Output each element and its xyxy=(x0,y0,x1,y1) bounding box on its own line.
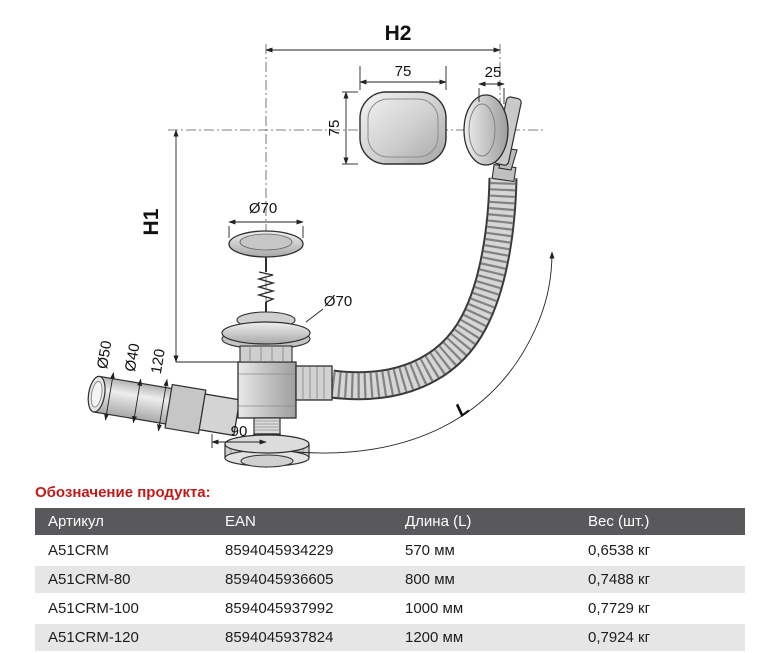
product-table: Артикул EAN Длина (L) Вес (шт.) A51CRM 8… xyxy=(35,508,745,653)
table-row: A51CRM-120 8594045937824 1200 мм 0,7924 … xyxy=(35,624,745,653)
dim-label-dia70-plug: Ø70 xyxy=(249,200,277,217)
dim-h1: H1 xyxy=(140,129,240,363)
cell-length: 800 мм xyxy=(405,571,455,588)
waste-tee xyxy=(237,361,297,435)
dim-label-75-left: 75 xyxy=(326,120,343,137)
dim-label-dia70-flange: Ø70 xyxy=(324,293,352,310)
dim-label-l: L xyxy=(452,398,474,422)
cell-ean: 8594045936605 xyxy=(225,571,334,588)
cell-weight: 0,7729 кг xyxy=(588,600,651,617)
cell-ean: 8594045934229 xyxy=(225,542,334,559)
cell-artikul: A51CRM-120 xyxy=(48,629,139,646)
table-row: A51CRM 8594045934229 570 мм 0,6538 кг xyxy=(35,537,745,566)
dim-120: 120 xyxy=(148,348,169,432)
header-ean: EAN xyxy=(225,513,256,530)
dim-dia50: Ø50 xyxy=(94,339,115,421)
cell-artikul: A51CRM xyxy=(48,542,109,559)
cell-weight: 0,6538 кг xyxy=(588,542,651,559)
table-row: A51CRM-100 8594045937992 1000 мм 0,7729 … xyxy=(35,595,745,624)
header-weight: Вес (шт.) xyxy=(588,513,650,530)
dim-75-top: 75 xyxy=(359,63,447,90)
cell-weight: 0,7488 кг xyxy=(588,571,651,588)
flange-nut xyxy=(239,345,293,363)
branch-nut xyxy=(295,365,333,401)
dimensions: H2 75 75 25 H1 xyxy=(140,22,555,454)
dim-dia40: Ø40 xyxy=(122,342,143,424)
dim-dia70-plug: Ø70 xyxy=(228,200,304,238)
cell-weight: 0,7924 кг xyxy=(588,629,651,646)
dim-75-left: 75 xyxy=(326,91,358,165)
dim-label-25: 25 xyxy=(485,64,502,81)
drain-plug-assembly xyxy=(221,230,311,363)
overflow-knob-front xyxy=(359,91,447,165)
cell-ean: 8594045937824 xyxy=(225,629,334,646)
header-artikul: Артикул xyxy=(48,513,104,530)
dim-dia70-flange: Ø70 xyxy=(305,293,352,323)
cell-artikul: A51CRM-80 xyxy=(48,571,131,588)
drain-flange xyxy=(221,321,311,345)
cell-length: 1200 мм xyxy=(405,629,464,646)
plug-spring xyxy=(256,271,276,303)
dim-label-dia50: Ø50 xyxy=(94,339,115,370)
bath-drain-diagram: Ø50 Ø40 120 xyxy=(87,22,555,470)
dim-label-h1: H1 xyxy=(140,208,163,235)
table-header-row: Артикул EAN Длина (L) Вес (шт.) xyxy=(35,508,745,537)
dim-25: 25 xyxy=(478,64,505,104)
cell-length: 1000 мм xyxy=(405,600,464,617)
section-title: Обозначение продукта: xyxy=(35,484,211,501)
side-outlet-pipe: Ø50 Ø40 120 xyxy=(87,339,241,437)
thread-section xyxy=(253,417,281,435)
overflow-knob-side xyxy=(463,94,509,166)
dim-90: 90 xyxy=(211,423,267,448)
dim-label-120: 120 xyxy=(148,348,169,375)
cell-artikul: A51CRM-100 xyxy=(48,600,139,617)
corrugated-hose xyxy=(330,177,518,401)
cell-ean: 8594045937992 xyxy=(225,600,334,617)
technical-drawing: Ø50 Ø40 120 xyxy=(87,22,555,470)
dim-l: L xyxy=(295,251,555,454)
table-row: A51CRM-80 8594045936605 800 мм 0,7488 кг xyxy=(35,566,745,595)
dim-label-90: 90 xyxy=(231,423,248,440)
dim-h2: H2 xyxy=(265,22,501,53)
dim-label-dia40: Ø40 xyxy=(122,342,143,373)
dim-label-75-top: 75 xyxy=(395,63,412,80)
dim-label-h2: H2 xyxy=(385,22,412,45)
overflow-cap-side xyxy=(463,94,522,183)
header-length: Длина (L) xyxy=(405,513,472,530)
cell-length: 570 мм xyxy=(405,542,455,559)
